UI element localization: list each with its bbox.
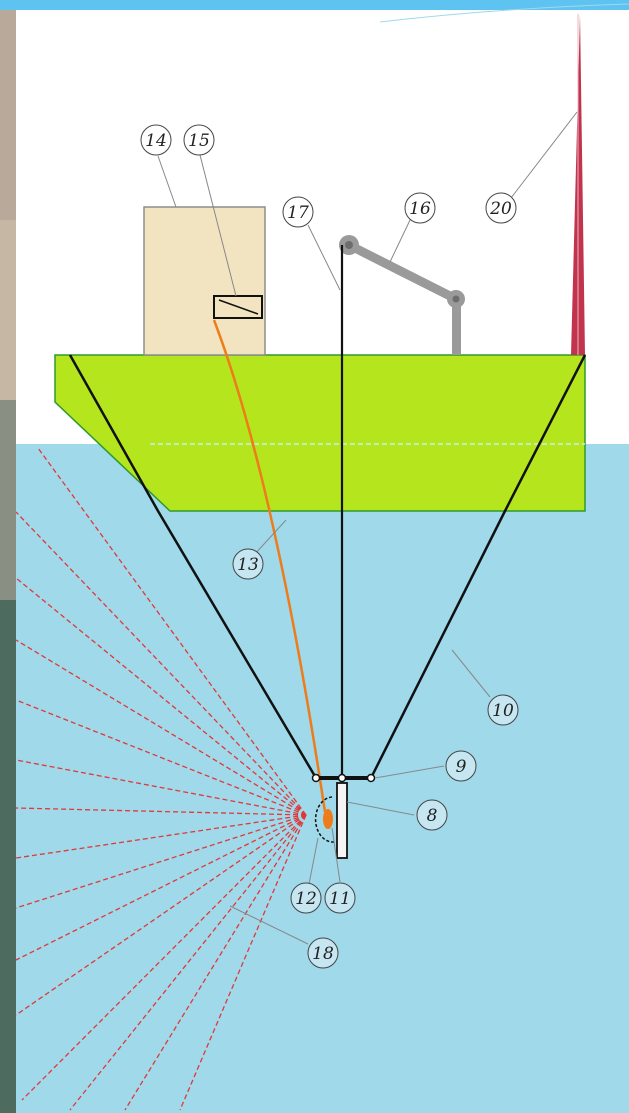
svg-text:13: 13 — [237, 555, 259, 575]
crane — [339, 235, 465, 355]
svg-text:10: 10 — [492, 701, 514, 721]
ray-6 — [15, 759, 307, 816]
leader-11 — [331, 827, 341, 883]
crane-arm — [344, 240, 461, 304]
leader-12 — [308, 837, 319, 885]
spreader-ring-right — [366, 773, 376, 783]
callout-9: 9 — [445, 750, 477, 782]
svg-text:9: 9 — [456, 757, 467, 777]
svg-text:18: 18 — [312, 944, 334, 964]
ray-10 — [15, 814, 307, 961]
leader-13 — [253, 519, 287, 556]
leader-14 — [157, 155, 177, 208]
leader-9 — [374, 765, 445, 779]
svg-text:20: 20 — [489, 199, 512, 219]
ray-11 — [15, 814, 307, 1016]
top-swoosh — [379, 3, 629, 23]
callout-14: 14 — [140, 124, 172, 156]
suspension-line-right — [369, 354, 587, 779]
ray-2 — [15, 511, 307, 816]
callout-11: 11 — [324, 882, 356, 914]
spreader-ring-left — [311, 773, 321, 783]
vessel-hull — [54, 354, 586, 512]
callout-18: 18 — [307, 937, 339, 969]
mast — [571, 14, 585, 355]
signal-cable — [212, 319, 327, 813]
ray-13 — [69, 814, 307, 1111]
ray-3 — [15, 577, 307, 816]
leader-20 — [510, 111, 578, 199]
ray-12 — [21, 814, 307, 1101]
bubble-12 — [314, 796, 335, 843]
ray-5 — [15, 699, 307, 816]
recorder-device — [213, 295, 263, 319]
leader-lines — [157, 111, 578, 945]
ray-7 — [15, 807, 307, 816]
ray-1 — [37, 447, 307, 816]
leader-15 — [199, 154, 237, 297]
svg-text:8: 8 — [427, 806, 438, 826]
callout-15: 15 — [183, 124, 215, 156]
seismic-rays — [15, 447, 307, 1111]
svg-text:17: 17 — [287, 203, 309, 223]
callout-8: 8 — [416, 799, 448, 831]
suspension-lines — [68, 354, 587, 779]
source-element-11 — [323, 809, 333, 829]
callout-16: 16 — [404, 192, 436, 224]
svg-text:15: 15 — [188, 131, 210, 151]
spreader-ring-mid — [337, 773, 347, 783]
ray-8 — [15, 814, 307, 859]
ray-14 — [124, 814, 307, 1111]
svg-text:12: 12 — [295, 889, 317, 909]
crane-post — [452, 302, 461, 355]
left-photo-strip — [0, 0, 16, 1113]
cabin — [143, 206, 266, 356]
svg-text:16: 16 — [409, 199, 431, 219]
svg-text:14: 14 — [145, 131, 167, 151]
callout-13: 13 — [232, 548, 264, 580]
top-strip — [0, 0, 629, 10]
leader-8 — [346, 801, 415, 816]
callout-20: 20 — [485, 192, 517, 224]
leader-18 — [229, 905, 309, 945]
source-assembly — [311, 773, 376, 859]
callout-10: 10 — [487, 694, 519, 726]
ray-9 — [15, 814, 307, 909]
ray-15 — [179, 814, 307, 1111]
leader-17 — [307, 224, 341, 291]
housing-8 — [336, 782, 348, 859]
leader-16 — [389, 217, 412, 263]
callout-17: 17 — [282, 196, 314, 228]
suspension-line-left — [68, 354, 318, 779]
svg-text:11: 11 — [329, 889, 351, 909]
leader-10 — [451, 649, 491, 698]
callout-12: 12 — [290, 882, 322, 914]
ray-4 — [15, 639, 307, 816]
